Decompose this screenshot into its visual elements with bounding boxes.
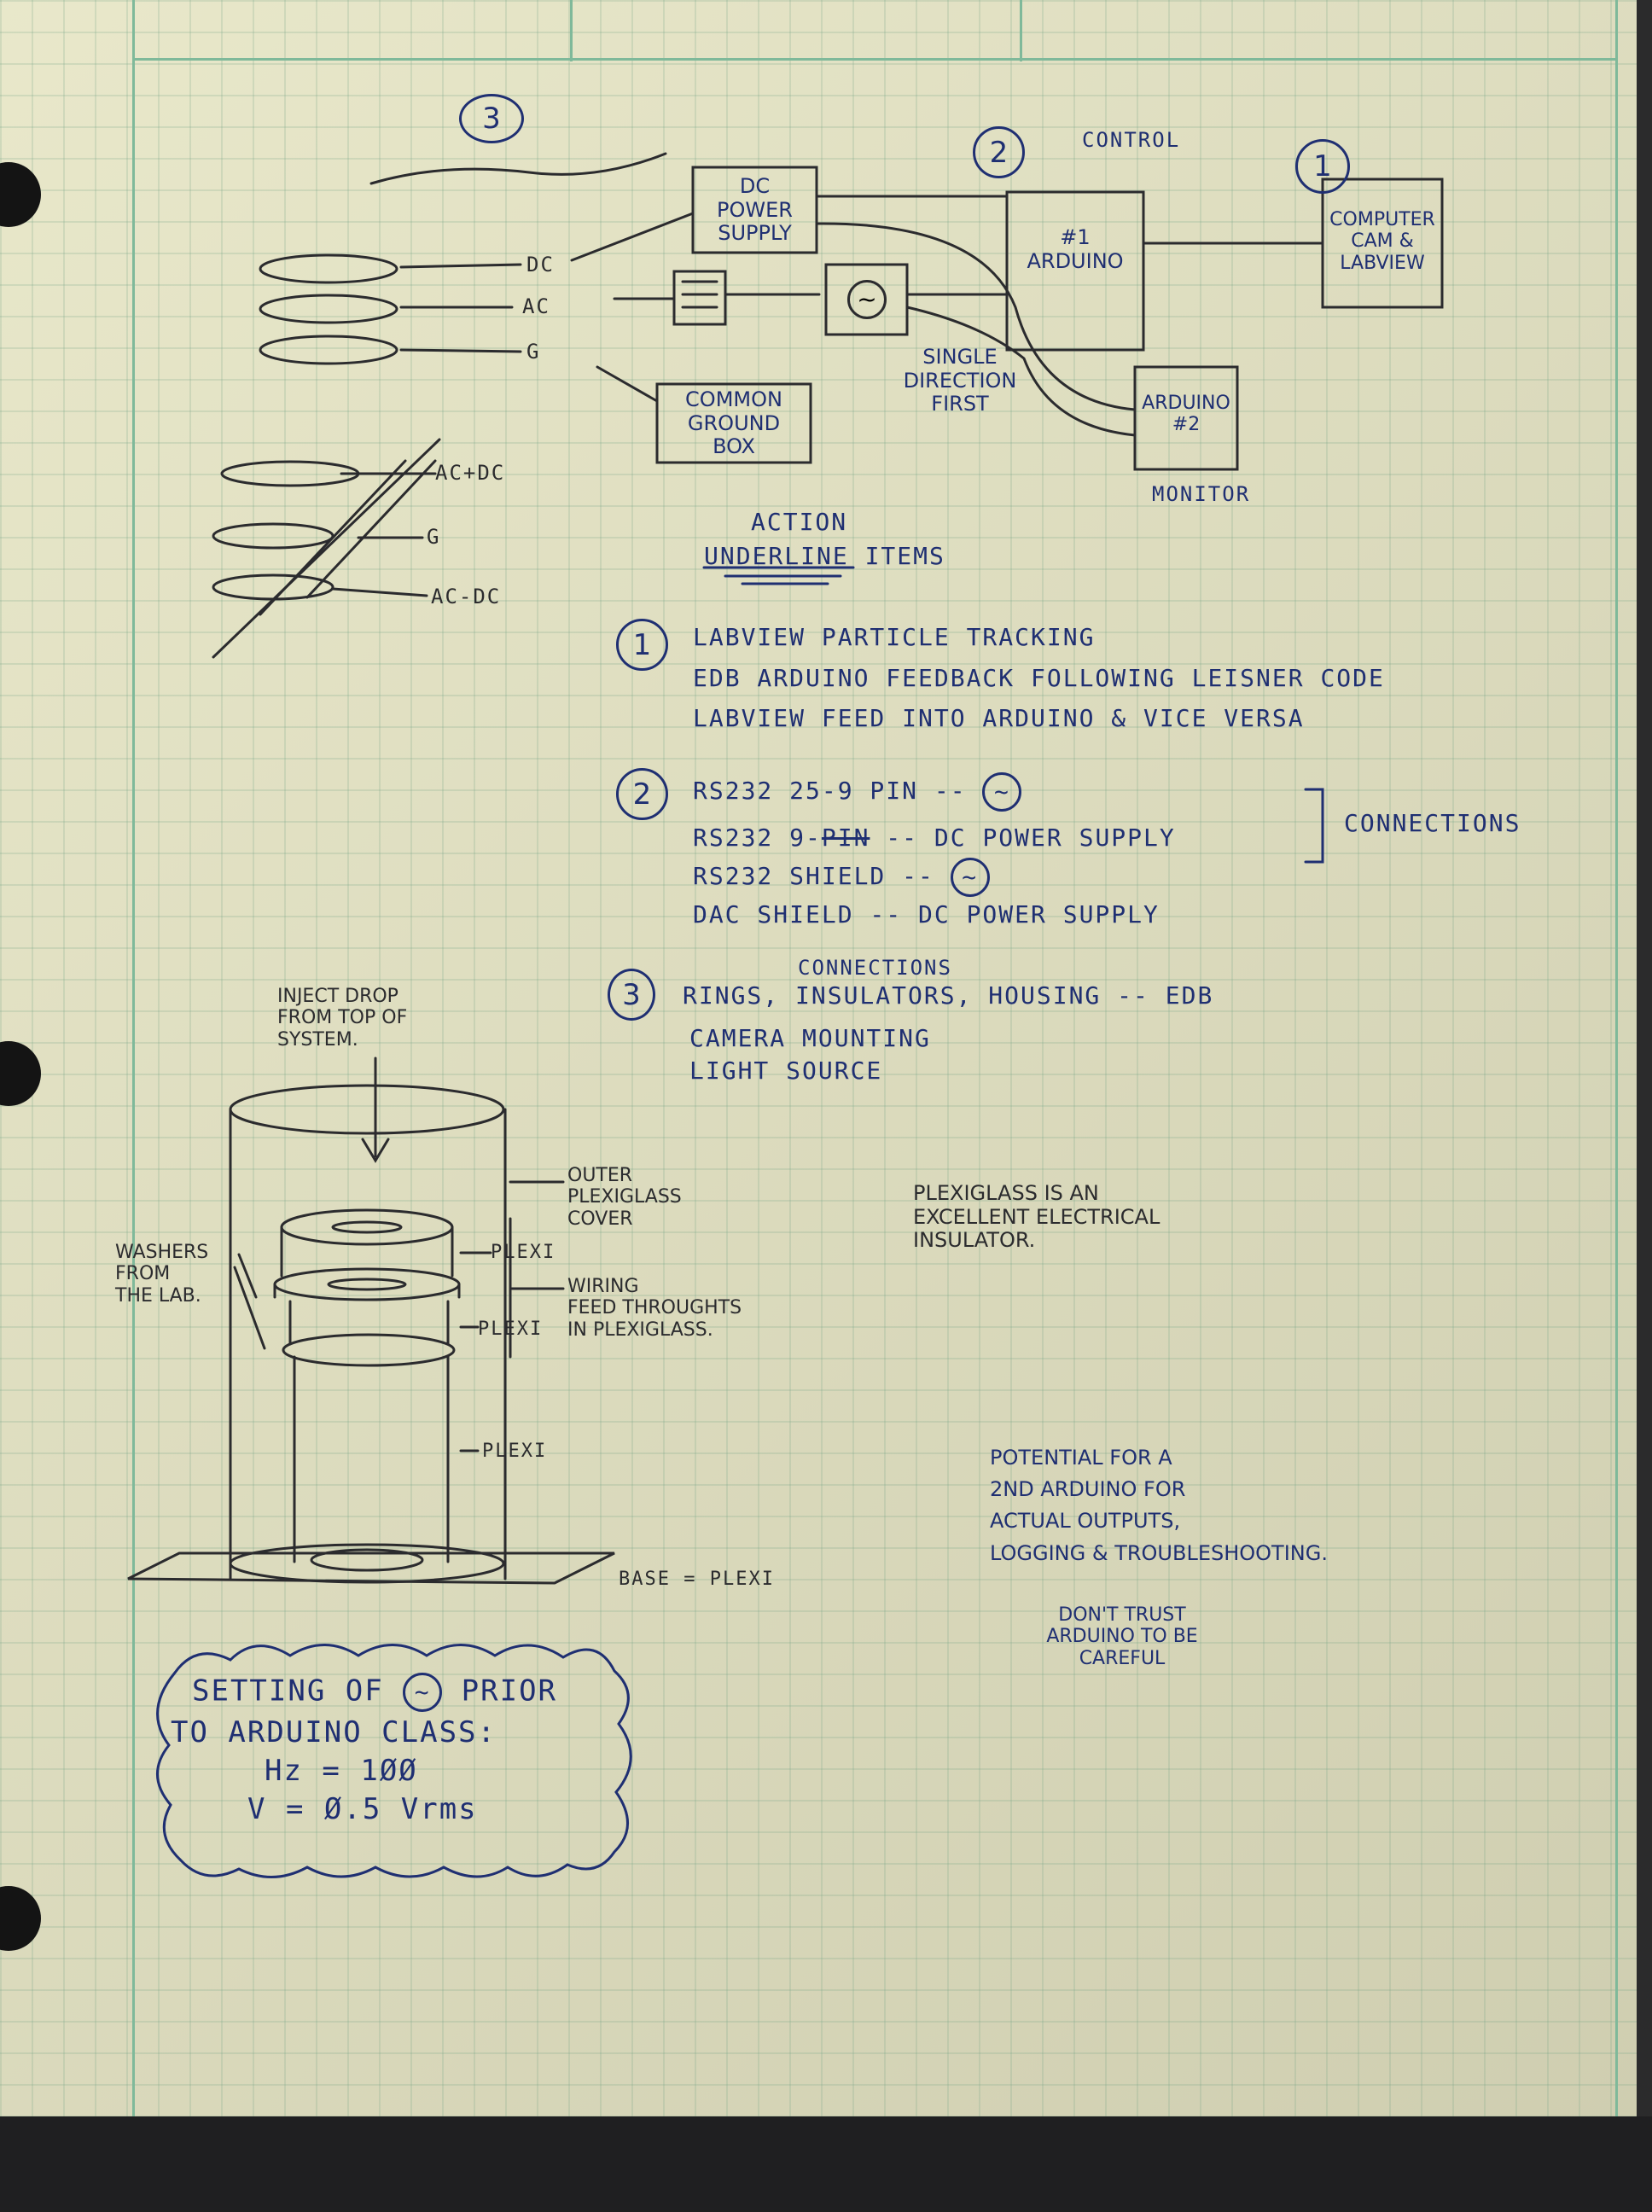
item-number: 1: [632, 627, 652, 662]
item-3-line: RINGS, INSULATORS, HOUSING -- EDB: [683, 981, 1214, 1010]
circled-number-icon: 2: [973, 126, 1025, 178]
top-divider: [570, 0, 573, 61]
item-1-line: LABVIEW FEED INTO ARDUINO & VICE VERSA: [693, 704, 1305, 732]
computer-labview-box: COMPUTER CAM & LABVIEW: [1329, 209, 1435, 274]
monitor-label: MONITOR: [1152, 482, 1251, 506]
item-number: 2: [632, 777, 652, 812]
item-2-text: RS232 25-9 PIN --: [693, 777, 967, 805]
item-2-line: RS232 25-9 PIN -- ~: [693, 772, 1022, 812]
brace: [369, 152, 667, 185]
top-divider: [1020, 0, 1022, 61]
item-1-line: LABVIEW PARTICLE TRACKING: [693, 623, 1096, 651]
item-3-line: CAMERA MOUNTING: [689, 1024, 931, 1052]
sine-wave-circle-icon: ~: [950, 858, 990, 897]
washers-label: WASHERS FROM THE LAB.: [115, 1242, 209, 1307]
item-2-line: RS232 9-PIN -- DC POWER SUPPLY: [693, 824, 1176, 852]
cloud-line-3: Hz = 1ØØ: [265, 1754, 418, 1788]
item-2-line: DAC SHIELD -- DC POWER SUPPLY: [693, 900, 1160, 928]
action-title: ACTION: [751, 508, 848, 536]
number-label: 1: [1313, 149, 1332, 183]
sine-wave-circle-icon: ~: [403, 1673, 443, 1712]
circled-number-icon: 2: [616, 768, 668, 820]
plexi-label: PLEXI: [482, 1441, 548, 1462]
item-number: 3: [622, 977, 641, 1012]
cloud-text: SETTING OF: [192, 1674, 384, 1708]
connections-bracket-label: CONNECTIONS: [1344, 809, 1521, 837]
cloud-line-1: SETTING OF ~ PRIOR: [192, 1673, 557, 1712]
paper-grid: [0, 0, 1637, 2180]
dont-trust-note: DON'T TRUST ARDUINO TO BE CAREFUL: [1046, 1604, 1198, 1669]
item-2-line: RS232 SHIELD -- ~: [693, 858, 990, 897]
ring-ellipse: [259, 335, 398, 365]
right-margin-line: [1615, 0, 1618, 2180]
item-2-text: -- DC POWER SUPPLY: [886, 824, 1176, 852]
circled-number-icon: 3: [459, 94, 524, 143]
ring-ellipse: [259, 294, 398, 324]
item-2-text: RS232 SHIELD --: [693, 862, 934, 890]
control-label: CONTROL: [1082, 128, 1181, 152]
circled-number-icon: 1: [616, 619, 668, 671]
plexi-label: PLEXI: [478, 1318, 544, 1340]
number-label: 3: [482, 102, 501, 136]
ring-ground-label: G: [427, 525, 441, 549]
ring-ac-plus-dc-label: AC+DC: [435, 461, 506, 485]
cloud-text: PRIOR: [461, 1674, 558, 1708]
top-margin-line: [132, 58, 1617, 61]
potential-arduino-note: POTENTIAL FOR A 2ND ARDUINO FOR ACTUAL O…: [990, 1446, 1328, 1565]
item-1-line: EDB ARDUINO FEEDBACK FOLLOWING LEISNER C…: [693, 664, 1385, 692]
dc-line-label: DC: [526, 253, 555, 276]
action-subtitle: UNDERLINE ITEMS: [704, 542, 945, 570]
notebook-paper: [0, 0, 1637, 2180]
circled-number-icon: 3: [608, 969, 655, 1021]
ac-line-label: AC: [522, 294, 550, 318]
struck-text: PIN: [821, 824, 870, 852]
item-3-line: LIGHT SOURCE: [689, 1057, 883, 1085]
ring-ac-minus-dc-label: AC-DC: [431, 585, 502, 608]
arduino-1-box: #1 ARDUINO: [1027, 225, 1124, 273]
item-3-above: CONNECTIONS: [798, 956, 952, 980]
inject-drop-note: INJECT DROP FROM TOP OF SYSTEM.: [277, 986, 408, 1051]
sine-wave-circle-icon: ~: [982, 772, 1022, 812]
ring-ellipse: [259, 253, 398, 284]
base-label: BASE = PLEXI: [619, 1569, 775, 1590]
single-direction-note: SINGLE DIRECTION FIRST: [903, 345, 1017, 416]
wiring-label: WIRING FEED THROUGHTS IN PLEXIGLASS.: [567, 1276, 742, 1341]
outer-cover-label: OUTER PLEXIGLASS COVER: [567, 1165, 682, 1230]
common-ground-box: COMMON GROUND BOX: [685, 387, 782, 459]
left-margin-line: [132, 0, 135, 2180]
number-label: 2: [989, 135, 1009, 170]
plexi-label: PLEXI: [491, 1242, 556, 1263]
arduino-2-box: ARDUINO #2: [1142, 393, 1230, 436]
item-2-text: RS232 9-: [693, 824, 822, 852]
plexiglass-note: PLEXIGLASS IS AN EXCELLENT ELECTRICAL IN…: [913, 1181, 1160, 1253]
sine-wave-circle-icon: ~: [847, 280, 887, 319]
cloud-line-2: TO ARDUINO CLASS:: [171, 1715, 497, 1749]
dc-power-supply-box: DC POWER SUPPLY: [717, 174, 793, 246]
circled-number-icon: 1: [1295, 139, 1350, 194]
cloud-line-4: V = Ø.5 Vrms: [247, 1792, 478, 1826]
desk-surface: [0, 2116, 1652, 2212]
ground-line-label: G: [526, 340, 541, 364]
